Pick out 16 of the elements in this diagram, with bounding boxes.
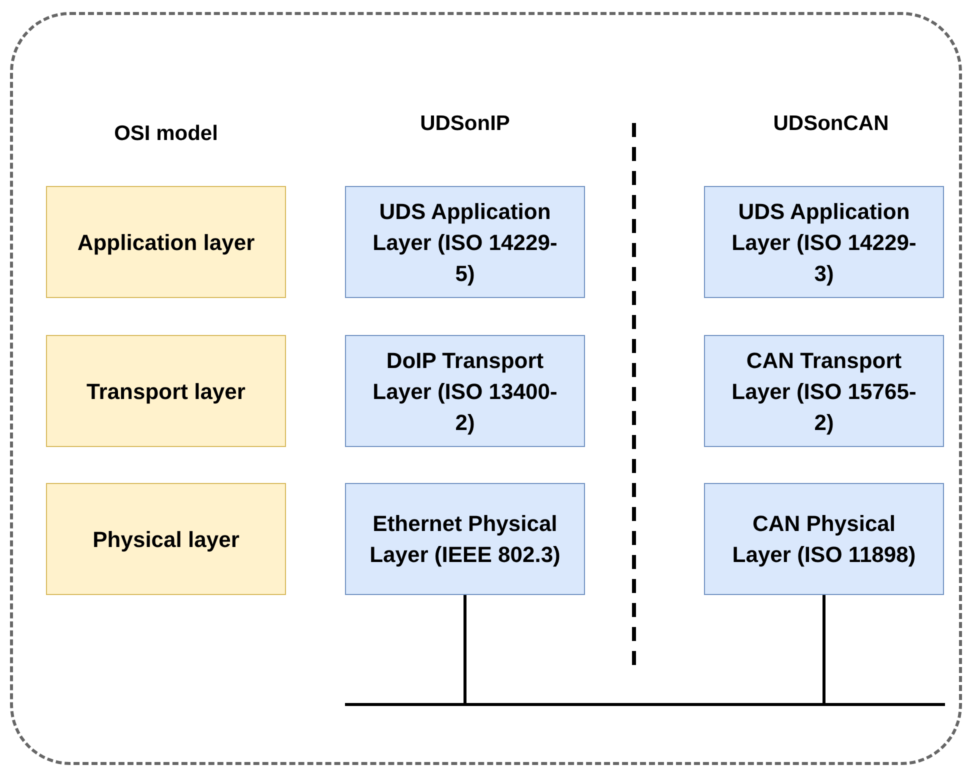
protocol-layer-box: UDS Application Layer (ISO 14229-5) xyxy=(345,186,585,298)
osi-layer-box: Transport layer xyxy=(46,335,286,447)
protocol-layer-box: UDS Application Layer (ISO 14229-3) xyxy=(704,186,944,298)
protocol-layer-box: CAN Physical Layer (ISO 11898) xyxy=(704,483,944,595)
protocol-layer-box: Ethernet Physical Layer (IEEE 802.3) xyxy=(345,483,585,595)
osi-layer-box: Physical layer xyxy=(46,483,286,595)
dashed-container xyxy=(10,12,962,765)
protocol-layer-box: DoIP Transport Layer (ISO 13400-2) xyxy=(345,335,585,447)
bus-bar xyxy=(345,703,945,706)
protocol-layer-box: CAN Transport Layer (ISO 15765-2) xyxy=(704,335,944,447)
bus-line xyxy=(822,595,826,703)
column-heading: OSI model xyxy=(113,121,219,147)
osi-layer-box: Application layer xyxy=(46,186,286,298)
column-heading: UDSonIP xyxy=(419,111,511,137)
bus-line xyxy=(464,595,466,703)
column-heading: UDSonCAN xyxy=(772,111,890,137)
